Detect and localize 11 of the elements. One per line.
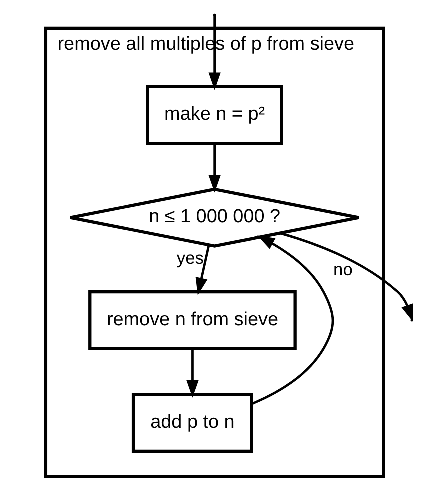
node-box: make n = p² (146, 85, 284, 146)
arrow (252, 236, 334, 406)
arrow (196, 245, 210, 296)
edge-label: no (334, 260, 353, 280)
arrow (186, 349, 199, 398)
edge-label: yes (176, 248, 204, 268)
node-diamond: n ≤ 1 000 000 ? (69, 188, 361, 248)
node-box: remove n from sieve (88, 290, 297, 350)
arrow (208, 16, 221, 90)
arrow (208, 144, 221, 193)
node-box: add p to n (132, 393, 254, 454)
